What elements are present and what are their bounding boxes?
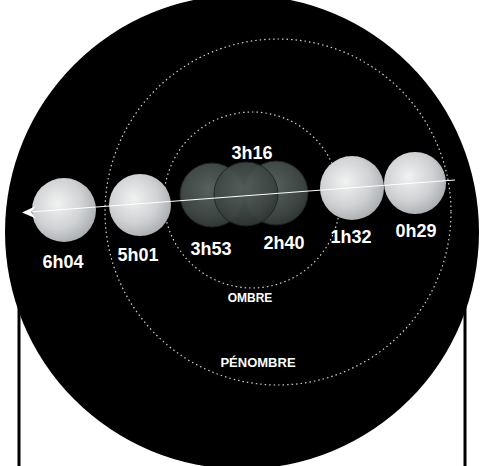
frame-line bbox=[464, 290, 467, 466]
zone-label: PÉNOMBRE bbox=[220, 356, 295, 369]
time-label: 2h40 bbox=[263, 234, 304, 252]
moon bbox=[32, 178, 96, 242]
penumbra-circle bbox=[105, 39, 451, 385]
time-label: 6h04 bbox=[42, 253, 83, 271]
time-label: 3h16 bbox=[231, 144, 272, 162]
time-label: 0h29 bbox=[395, 222, 436, 240]
time-label: 1h32 bbox=[330, 228, 371, 246]
time-label: 3h53 bbox=[190, 240, 231, 258]
sky-disc bbox=[5, 0, 479, 466]
path-arrowhead bbox=[22, 206, 36, 219]
moon-path bbox=[30, 180, 455, 212]
time-label: 5h01 bbox=[117, 246, 158, 264]
frame-line bbox=[18, 290, 21, 466]
zone-label: OMBRE bbox=[228, 292, 273, 304]
